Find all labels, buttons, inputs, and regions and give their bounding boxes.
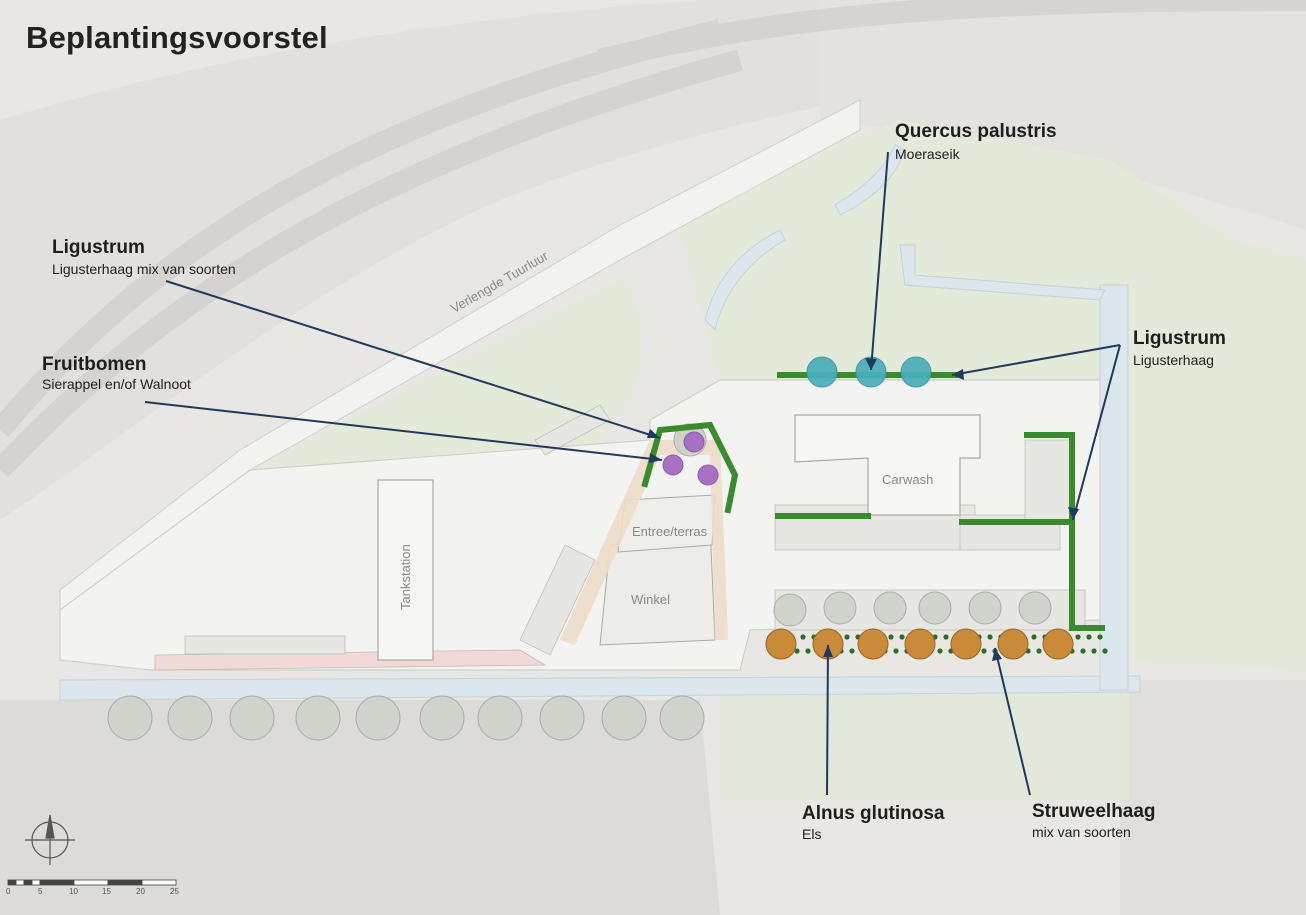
winkel-label: Winkel: [631, 592, 671, 607]
label-fruitbomen-sub: Sierappel en/of Walnoot: [42, 376, 191, 392]
hedge-dot: [937, 648, 943, 654]
grass-area-south: [720, 690, 1130, 800]
carwash-label: Carwash: [882, 472, 934, 487]
label-quercus-sub: Moeraseik: [895, 146, 960, 162]
scale-tick-0: 0: [6, 887, 11, 896]
hedge-dot: [1075, 634, 1081, 640]
scale-tick-10: 10: [69, 887, 78, 896]
highway: [0, 0, 1306, 478]
page-title: Beplantingsvoorstel: [26, 20, 328, 55]
scale-tick-5: 5: [38, 887, 43, 896]
quercus-trees: [806, 356, 932, 388]
hedge-dot: [1097, 634, 1103, 640]
fruit-trees: [662, 431, 719, 486]
hedge-dot: [800, 634, 806, 640]
scale-bar: [7, 879, 177, 886]
scale-tick-15: 15: [102, 887, 111, 896]
label-fruitbomen-name: Fruitbomen: [42, 354, 147, 375]
label-ligustrum-left-name: Ligustrum: [52, 237, 145, 258]
hedge-dot: [1031, 634, 1037, 640]
hedge-dot: [805, 648, 811, 654]
label-struweel-name: Struweelhaag: [1032, 801, 1156, 822]
entree-label: Entree/terras: [632, 524, 708, 539]
label-ligustrum-right-name: Ligustrum: [1133, 328, 1226, 349]
tankstation-building: [377, 479, 434, 661]
existing-trees: [107, 423, 1052, 741]
hedge-dot: [943, 634, 949, 640]
hedge-dot: [893, 648, 899, 654]
hedge-dot: [1080, 648, 1086, 654]
grass-area-west: [250, 280, 643, 484]
scale-tick-20: 20: [136, 887, 145, 896]
hedge-dot: [899, 634, 905, 640]
north-arrow-icon: [25, 814, 75, 865]
label-alnus-name: Alnus glutinosa: [802, 803, 945, 824]
label-quercus-name: Quercus palustris: [895, 121, 1057, 142]
leader-arrowheads: [647, 358, 1079, 661]
hedge-dot: [981, 648, 987, 654]
label-struweel-sub: mix van soorten: [1032, 824, 1131, 840]
tankstation-label: Tankstation: [398, 544, 413, 610]
hedge-dot: [1102, 648, 1108, 654]
leader-lines: [144, 151, 1121, 796]
hedge-dot: [794, 648, 800, 654]
water: [59, 144, 1141, 701]
hedge-dot: [888, 634, 894, 640]
hedge-dot: [1091, 648, 1097, 654]
label-ligustrum-left-sub: Ligusterhaag mix van soorten: [52, 261, 236, 277]
hedge-dot: [1036, 648, 1042, 654]
carwash-building: [794, 414, 981, 516]
hedge-dot: [1086, 634, 1092, 640]
label-alnus-sub: Els: [802, 826, 822, 842]
hedge-dot: [849, 648, 855, 654]
hedge-dot: [987, 634, 993, 640]
hedge-dot: [844, 634, 850, 640]
scale-tick-25: 25: [170, 887, 179, 896]
label-ligustrum-right-sub: Ligusterhaag: [1133, 352, 1214, 368]
grass-area-north: [680, 120, 1306, 670]
alnus-trees: [765, 628, 1074, 660]
